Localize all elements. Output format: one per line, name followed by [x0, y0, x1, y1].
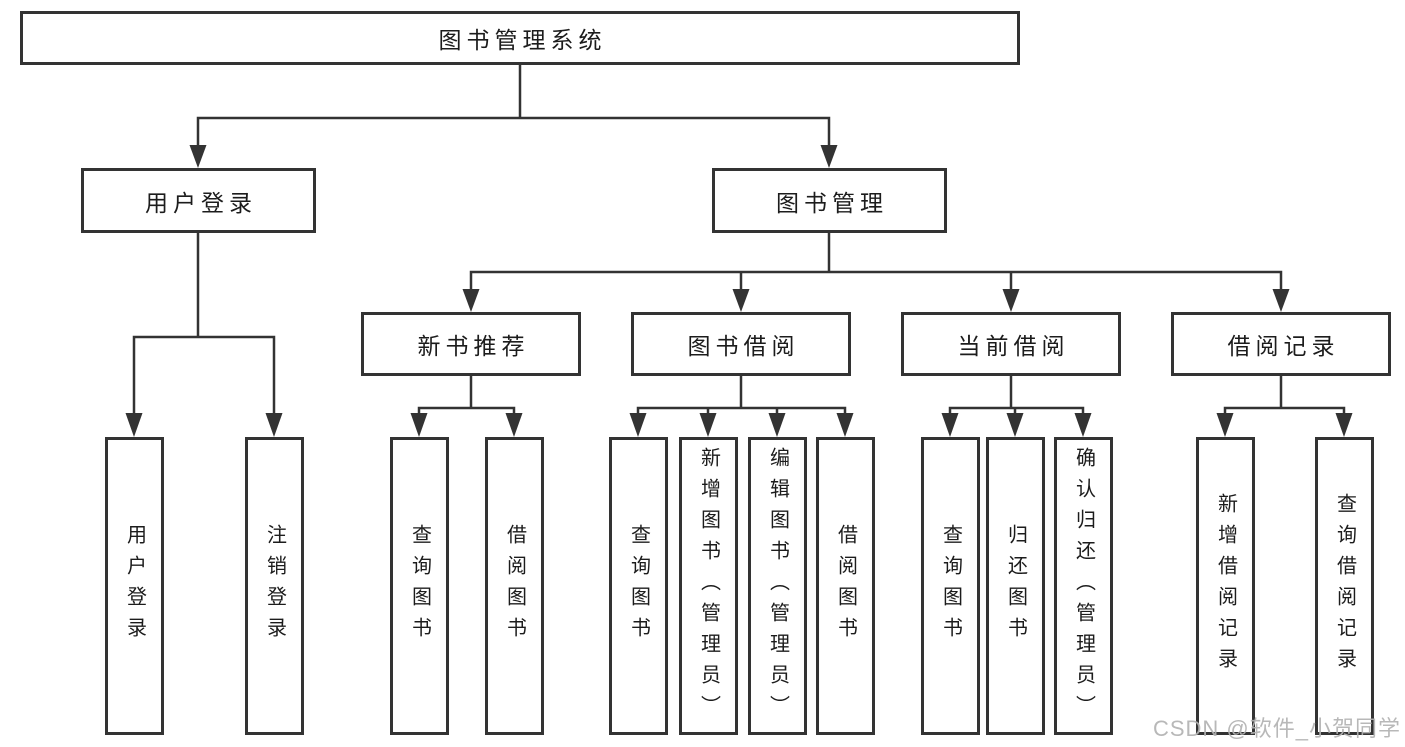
leaf-return-books: 归还图书 [986, 437, 1045, 735]
watermark: CSDN @软件_小贺同学 [1152, 716, 1401, 741]
node-user-login-label: 用户登录 [145, 189, 257, 216]
leaf-query-books-borrow: 查询图书 [609, 437, 668, 735]
node-book-borrow: 图书借阅 [631, 312, 851, 376]
node-book-management: 图书管理 [712, 168, 947, 233]
leaf-borrow-books-recommend: 借阅图书 [485, 437, 544, 735]
node-new-book-recommend: 新书推荐 [361, 312, 581, 376]
connector-level2-rail [196, 116, 831, 146]
arrowheads [125, 145, 1353, 437]
node-current-borrow: 当前借阅 [901, 312, 1121, 376]
node-borrow-records: 借阅记录 [1171, 312, 1391, 376]
node-root-label: 图书管理系统 [438, 27, 607, 53]
leaf-edit-books-admin: 编辑图书（管理员） [748, 437, 807, 735]
leaf-user-login: 用户登录 [105, 437, 164, 735]
leaf-confirm-return-admin: 确认归还（管理员） [1054, 437, 1113, 735]
leaf-query-borrow-record: 查询借阅记录 [1315, 437, 1374, 735]
connector-user-login-rail [132, 335, 276, 414]
leaf-add-borrow-record: 新增借阅记录 [1196, 437, 1255, 735]
leaf-borrow-books: 借阅图书 [816, 437, 875, 735]
node-book-management-label: 图书管理 [776, 189, 888, 216]
leaf-add-books-admin: 新增图书（管理员） [679, 437, 738, 735]
node-root: 图书管理系统 [20, 11, 1020, 65]
leaf-query-books-recommend: 查询图书 [390, 437, 449, 735]
node-user-login: 用户登录 [81, 168, 316, 233]
leaf-query-books-current: 查询图书 [921, 437, 980, 735]
connector-level3-rail [469, 270, 1283, 289]
leaf-logout: 注销登录 [245, 437, 304, 735]
